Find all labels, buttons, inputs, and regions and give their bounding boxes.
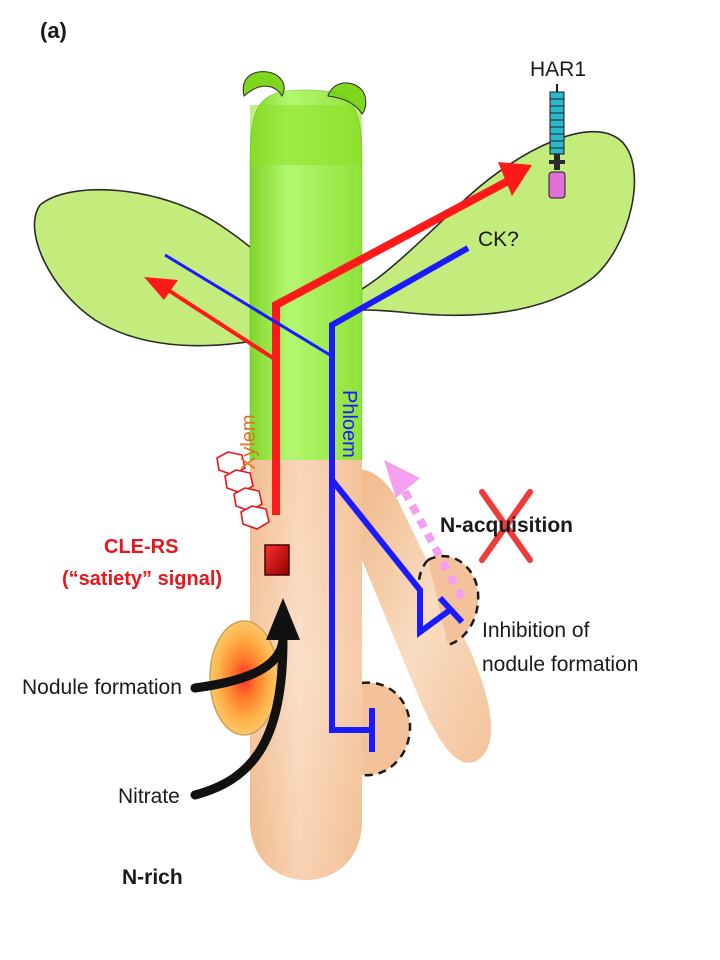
lateral-root [362, 470, 492, 763]
inhibition-label-line1: Inhibition of [482, 619, 590, 642]
nodule-outline-lower [361, 681, 412, 777]
cle-rs-label: CLE-RS [104, 536, 178, 558]
satiety-signal-label: (“satiety” signal) [62, 568, 222, 590]
n-acquisition-label: N-acquisition [440, 514, 573, 537]
xylem-transport-arrow [144, 162, 532, 515]
phloem-label: Phloem [338, 390, 360, 458]
n-rich-label: N-rich [122, 866, 183, 889]
panel-label: (a) [40, 18, 67, 43]
har1-label: HAR1 [530, 58, 586, 81]
nitrate-arrow [190, 598, 300, 800]
nitrate-label: Nitrate [118, 785, 180, 808]
inhibition-label-line2: nodule formation [482, 653, 638, 676]
xylem-label: Xylem [238, 414, 260, 470]
cle-rs-peptide-icon [216, 451, 270, 530]
right-cotyledon [339, 130, 636, 317]
blocked-cross-icon [479, 489, 533, 563]
phloem-transport-line [164, 245, 470, 752]
ck-label: CK? [478, 228, 519, 251]
n-acquisition-arrow [384, 460, 466, 600]
nodule-formation-label: Nodule formation [22, 676, 182, 699]
cle-rs-signal-block [264, 544, 290, 576]
har1-receptor-icon [548, 84, 566, 199]
